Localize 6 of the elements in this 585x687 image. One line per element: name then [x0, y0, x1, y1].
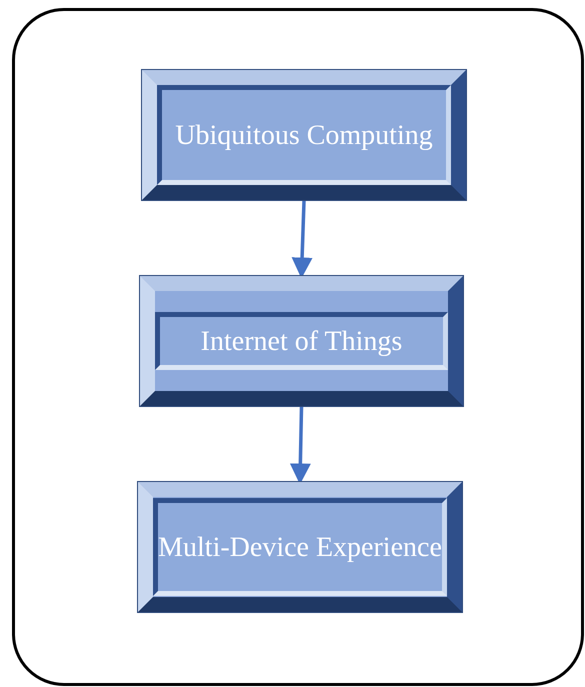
process-label: Internet of Things [155, 312, 448, 370]
process-box [142, 70, 466, 200]
process-label: Ubiquitous Computing [157, 85, 451, 185]
process-box [138, 482, 462, 612]
process-label: Multi-Device Experience [153, 498, 447, 596]
process-box [140, 276, 463, 406]
